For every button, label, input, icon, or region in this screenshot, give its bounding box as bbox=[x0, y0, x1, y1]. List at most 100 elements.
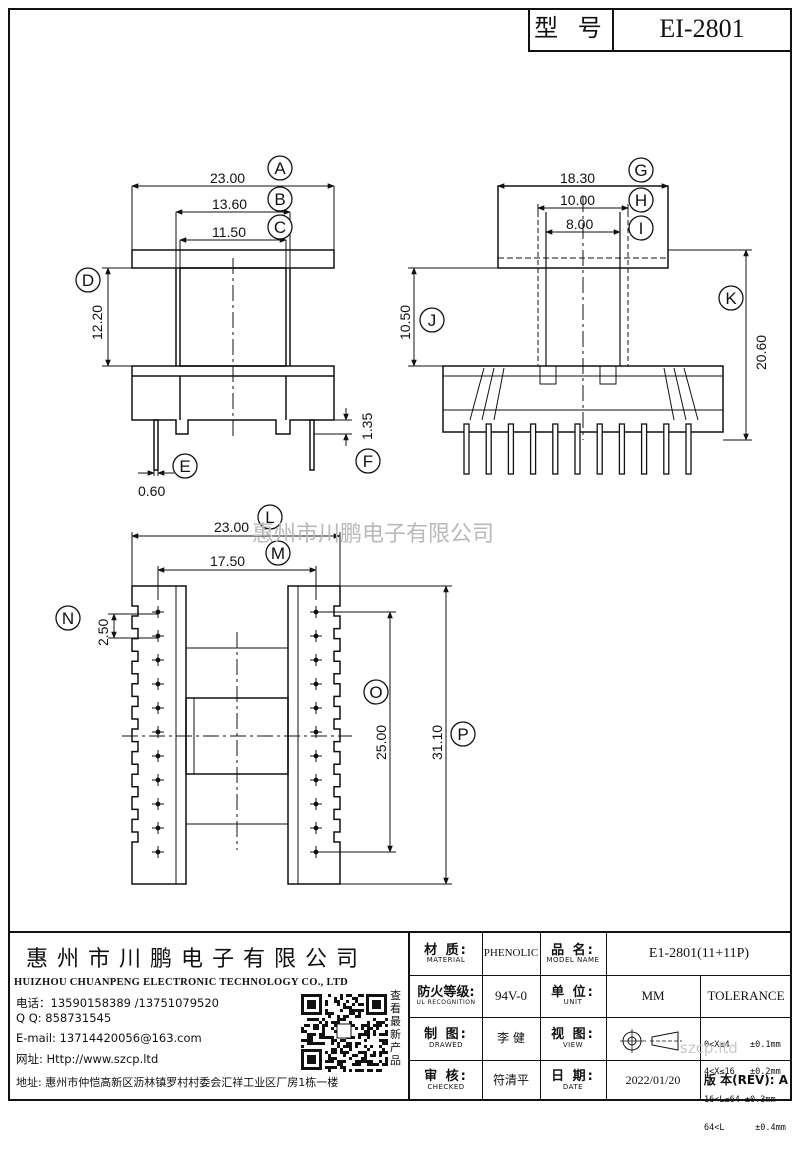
circle-label-c: C bbox=[267, 214, 293, 240]
dim-l-value: 23.00 bbox=[214, 519, 249, 535]
dim-m bbox=[157, 566, 317, 600]
circle-label-l: L bbox=[257, 504, 283, 530]
col-divider bbox=[606, 933, 607, 1101]
footer-block: 惠州市川鹏电子有限公司 HUIZHOU CHUANPENG ELECTRONIC… bbox=[8, 931, 792, 1133]
dim-f bbox=[314, 408, 352, 446]
circle-label-text: P bbox=[457, 725, 468, 744]
drawing-frame bbox=[8, 8, 792, 1101]
circle-label-text: G bbox=[634, 161, 647, 180]
company-name-en-text: HUIZHOU CHUANPENG ELECTRONIC TECHNOLOGY … bbox=[14, 977, 349, 988]
material-value: PHENOLIC bbox=[482, 933, 540, 975]
date-label-cn: 日 期: bbox=[551, 1069, 595, 1084]
circle-label-g: G bbox=[628, 157, 654, 183]
qq-line: Q Q: 858731545 bbox=[16, 1011, 111, 1025]
circle-label-text: O bbox=[369, 683, 382, 702]
material-label-cn: 材 质: bbox=[424, 942, 468, 958]
unit-label-cn: 单 位: bbox=[551, 984, 595, 1000]
circle-label-o: O bbox=[363, 679, 389, 705]
circle-label-text: B bbox=[274, 190, 285, 209]
circle-label-m: M bbox=[265, 540, 291, 566]
phone-line: 电话：13590158389 /13751079520 bbox=[16, 995, 219, 1011]
dim-p bbox=[340, 585, 452, 885]
dim-e-value: 0.60 bbox=[138, 483, 165, 499]
model-number-text: EI-2801 bbox=[659, 14, 745, 44]
model-name-label-cn: 品 名: bbox=[551, 942, 595, 958]
circle-label-text: M bbox=[271, 544, 285, 563]
spec-table: 材 质: MATERIAL PHENOLIC 品 名: MODEL NAME E… bbox=[408, 933, 792, 1133]
dim-p-value: 31.10 bbox=[429, 725, 445, 760]
qr-caption-text: 查看最新产品 bbox=[390, 989, 401, 1067]
dim-o-value: 25.00 bbox=[373, 725, 389, 760]
company-name-cn-text: 惠州市川鹏电子有限公司 bbox=[26, 947, 368, 972]
dim-l bbox=[131, 532, 341, 590]
top-dim-text: 23.00 17.50 2.50 25.00 31.10 bbox=[95, 519, 445, 760]
pin bbox=[552, 423, 559, 475]
dim-a-value: 23.00 bbox=[210, 170, 245, 186]
top-view-left-flange bbox=[131, 585, 187, 885]
tolerance-header-text: TOLERANCE bbox=[707, 988, 785, 1004]
model-name-value: E1-2801(11+11P) bbox=[606, 933, 792, 975]
dim-n-value: 2.50 bbox=[95, 619, 111, 646]
col-divider bbox=[540, 933, 541, 1101]
dim-d bbox=[102, 267, 176, 367]
tolerance-line: 64<L ±0.4mm bbox=[704, 1123, 786, 1134]
dim-h bbox=[537, 204, 629, 212]
checked-label-en: CHECKED bbox=[427, 1082, 465, 1091]
pin bbox=[529, 423, 537, 475]
dim-k bbox=[668, 249, 752, 441]
pin bbox=[485, 423, 492, 475]
dim-d-value: 12.20 bbox=[89, 305, 105, 340]
row-divider bbox=[410, 975, 792, 976]
tolerance-line: 0<X≤4 ±0.1mm bbox=[704, 1039, 781, 1050]
circle-label-b: B bbox=[267, 186, 293, 212]
qr-caption: 查看最新产品 bbox=[390, 989, 404, 1067]
dim-i-value: 8.00 bbox=[566, 216, 593, 232]
revision: 版 本(REV): A bbox=[700, 1060, 792, 1101]
dim-b-value: 13.60 bbox=[212, 196, 247, 212]
circle-label-p: P bbox=[450, 721, 476, 747]
drawn-label: 制 图: DRAWED bbox=[410, 1017, 482, 1060]
tolerance-line: 16<L≤64 ±0.3mm bbox=[704, 1095, 776, 1106]
circle-label-n: N bbox=[55, 605, 81, 631]
ul-label-en: UL RECOGNITION bbox=[416, 998, 476, 1006]
email-line: E-mail: 13714420056@163.com bbox=[16, 1031, 202, 1045]
circle-label-text: L bbox=[265, 508, 274, 527]
tolerance-header: TOLERANCE bbox=[700, 975, 792, 1017]
date-value: 2022/01/20 bbox=[606, 1060, 700, 1101]
circle-label-text: D bbox=[82, 271, 94, 290]
circle-label-k: K bbox=[718, 285, 744, 311]
dim-a bbox=[131, 183, 335, 250]
side-dim-text: 18.30 10.00 8.00 10.50 20.60 bbox=[397, 170, 769, 370]
pin bbox=[596, 423, 603, 475]
faint-site-text: szcp.ltd bbox=[680, 1039, 738, 1057]
type-label-text: 型 号 bbox=[534, 14, 608, 43]
pin bbox=[463, 423, 470, 475]
drawn-label-en: DRAWED bbox=[428, 1040, 464, 1049]
circle-label-a: A bbox=[267, 155, 293, 181]
ul-label-cn: 防火等级: bbox=[417, 985, 475, 1001]
unit-label: 单 位: UNIT bbox=[540, 975, 606, 1017]
pin bbox=[507, 423, 515, 475]
ul-value-text: 94V-0 bbox=[494, 988, 528, 1004]
pin bbox=[574, 423, 581, 475]
circle-label-h: H bbox=[628, 187, 654, 213]
pin bbox=[640, 423, 648, 475]
pin bbox=[685, 423, 692, 475]
revision-text: 版 本(REV): A bbox=[703, 1073, 789, 1088]
dim-j-value: 10.50 bbox=[397, 305, 413, 340]
type-label: 型 号 bbox=[530, 8, 614, 50]
model-name-value-text: E1-2801(11+11P) bbox=[648, 945, 750, 961]
circle-label-j: J bbox=[419, 307, 445, 333]
company-name-cn: 惠州市川鹏电子有限公司 bbox=[26, 941, 367, 973]
watermark: 惠州市川鹏电子有限公司 bbox=[252, 516, 494, 548]
dim-e bbox=[138, 470, 174, 476]
date-label: 日 期: DATE bbox=[540, 1060, 606, 1101]
checked-value: 符清平 bbox=[482, 1060, 540, 1101]
col-divider bbox=[482, 933, 483, 1101]
circle-label-text: N bbox=[62, 609, 74, 628]
drawn-value: 李 健 bbox=[482, 1017, 540, 1060]
faint-site-watermark: szcp.ltd bbox=[680, 1039, 738, 1057]
circle-label-text: K bbox=[725, 289, 737, 308]
phone-text: 电话：13590158389 /13751079520 bbox=[16, 996, 219, 1010]
